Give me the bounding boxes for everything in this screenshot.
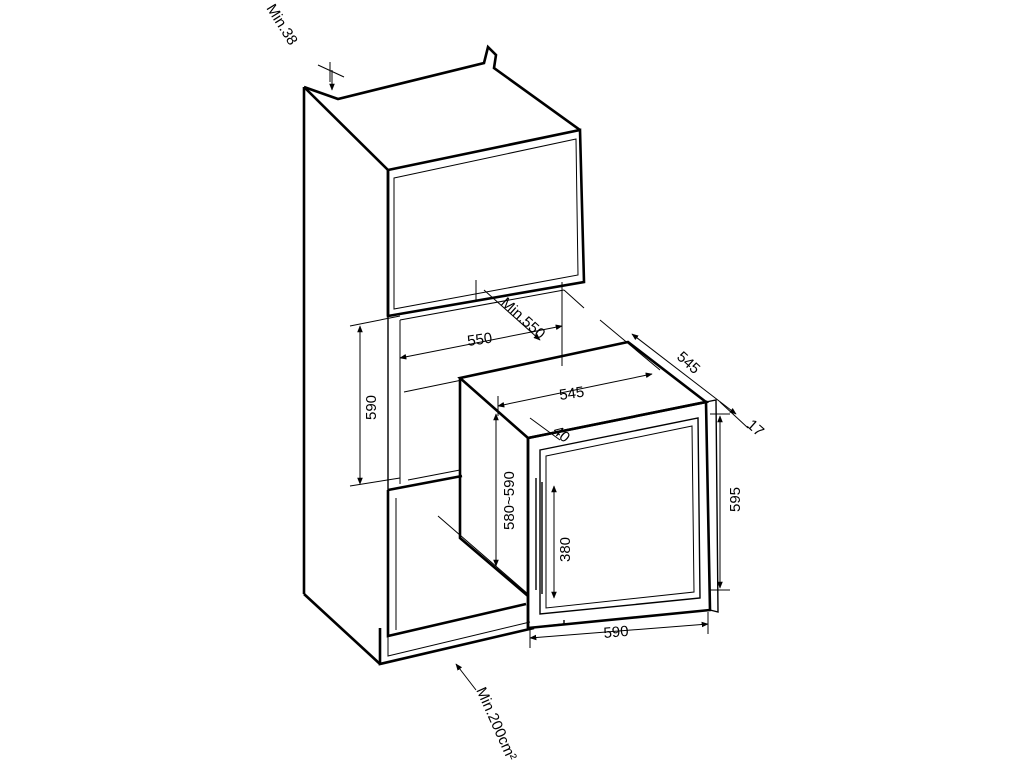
label-min-bottom-vent: Min.200cm²: [472, 685, 519, 763]
label-front-height: 595: [727, 487, 744, 512]
upper-cabinet-box: [386, 128, 586, 318]
lower-cabinet-box: [386, 474, 529, 638]
label-door-thickness: 17: [743, 416, 767, 440]
label-min-top-vent: Min.38: [263, 1, 301, 48]
label-appliance-depth: 545: [558, 384, 585, 404]
label-min-depth: Min.550: [497, 294, 548, 342]
dimension-labels: Min.38 Min.550 550 590 545 545 40 17 580…: [263, 1, 767, 763]
label-appliance-height-range: 580~590: [501, 471, 518, 530]
wine-cooler-appliance: [457, 340, 719, 630]
label-front-width: 590: [603, 623, 629, 642]
label-niche-height: 590: [363, 395, 380, 420]
label-niche-width: 550: [466, 330, 493, 350]
label-door-offset: 40: [549, 422, 573, 446]
label-handle-height: 380: [557, 537, 574, 562]
dimension-lines: [317, 62, 749, 691]
label-overall-depth: 545: [673, 348, 703, 377]
